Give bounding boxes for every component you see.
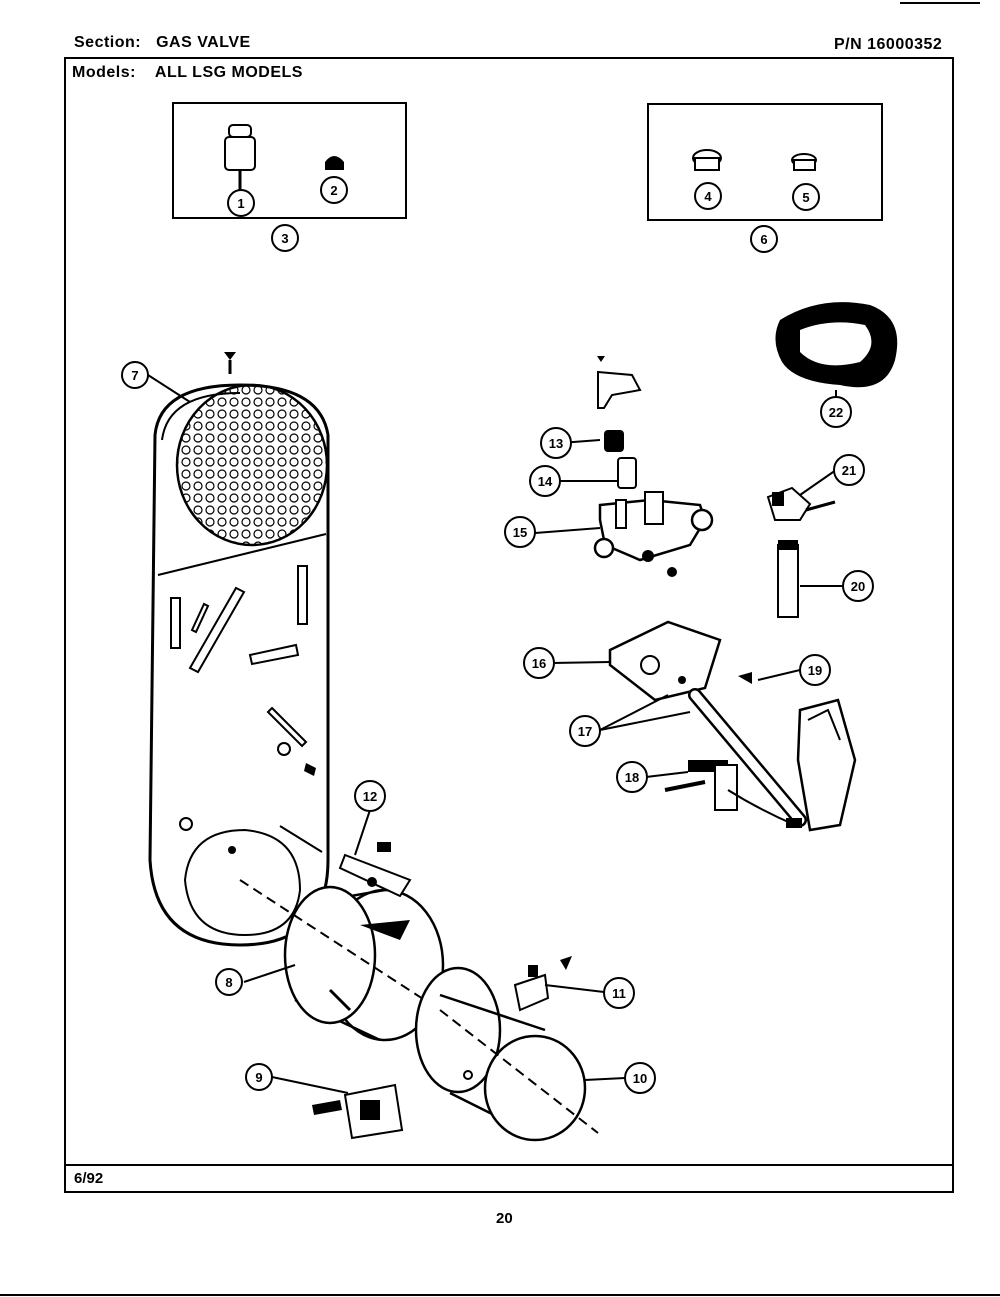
part-number: P/N 16000352: [834, 36, 943, 53]
cap-part-5: [791, 153, 817, 171]
callout-2: 2: [320, 176, 348, 204]
callout-label: 8: [225, 975, 232, 990]
callout-label: 16: [532, 656, 546, 671]
callout-label: 13: [549, 436, 563, 451]
section-value: GAS VALVE: [156, 34, 251, 51]
callout-17: 17: [569, 715, 601, 747]
callout-7: 7: [121, 361, 149, 389]
callout-11: 11: [603, 977, 635, 1009]
callout-label: 3: [281, 231, 288, 246]
callout-label: 6: [760, 232, 767, 247]
callout-9: 9: [245, 1063, 273, 1091]
callout-label: 9: [255, 1070, 262, 1085]
callout-label: 5: [802, 190, 809, 205]
gas-pipe-part-20: [777, 540, 799, 618]
callout-label: 2: [330, 183, 337, 198]
callout-label: 7: [131, 368, 138, 383]
burner-housing-part-7: [148, 352, 330, 947]
callout-5: 5: [792, 183, 820, 211]
cap-part-2: [325, 156, 344, 170]
igniter-assembly-part-16: [608, 620, 857, 832]
callout-label: 1: [237, 196, 244, 211]
callout-label: 21: [842, 463, 856, 478]
footer-divider: [64, 1164, 954, 1166]
bottom-edge-rule: [0, 1294, 1000, 1296]
callout-4: 4: [694, 182, 722, 210]
callout-1: 1: [227, 189, 255, 217]
callout-10: 10: [624, 1062, 656, 1094]
top-edge-rule: [900, 2, 980, 4]
callout-19: 19: [799, 654, 831, 686]
callout-label: 14: [538, 474, 553, 489]
callout-21: 21: [833, 454, 865, 486]
callout-8: 8: [215, 968, 243, 996]
kit-box-6: [647, 103, 883, 221]
orifice-part-1: [224, 124, 256, 190]
fitting-part-21: [766, 486, 836, 521]
page-number: 20: [496, 1210, 513, 1227]
callout-6: 6: [750, 225, 778, 253]
section-label: Section:: [74, 34, 142, 51]
callout-label: 20: [851, 579, 865, 594]
callout-label: 15: [513, 525, 527, 540]
callout-label: 10: [633, 1071, 647, 1086]
callout-18: 18: [616, 761, 648, 793]
burner-tube-part-8: [239, 879, 445, 1042]
bracket-part-12: [338, 842, 412, 898]
callout-14: 14: [529, 465, 561, 497]
callout-label: 22: [829, 405, 843, 420]
gas-valve-part-15: [593, 356, 714, 577]
callout-label: 18: [625, 770, 639, 785]
callout-16: 16: [523, 647, 555, 679]
igniter-part-18: [664, 760, 802, 828]
combustion-tube-part-10: [414, 966, 599, 1142]
callout-label: 17: [578, 724, 592, 739]
callout-20: 20: [842, 570, 874, 602]
revision-date: 6/92: [74, 1170, 104, 1187]
callout-13: 13: [540, 427, 572, 459]
kit-box-3: [172, 102, 407, 219]
insulation-ring-part-22: [775, 302, 898, 388]
models-header: Models: ALL LSG MODELS: [72, 64, 303, 82]
callout-label: 4: [704, 189, 712, 204]
callout-label: 19: [808, 663, 822, 678]
section-header: Section: GAS VALVE: [74, 34, 251, 52]
callout-22: 22: [820, 396, 852, 428]
callout-12: 12: [354, 780, 386, 812]
callout-label: 11: [612, 986, 626, 1001]
limit-switch-part-9: [312, 1083, 404, 1140]
callout-3: 3: [271, 224, 299, 252]
diagram-frame: [64, 57, 954, 1193]
models-label: Models:: [72, 64, 136, 81]
flame-sensor-part-11: [513, 956, 572, 1012]
models-value: ALL LSG MODELS: [154, 64, 303, 81]
cap-part-4: [692, 149, 722, 171]
callout-15: 15: [504, 516, 536, 548]
callout-label: 12: [363, 789, 377, 804]
